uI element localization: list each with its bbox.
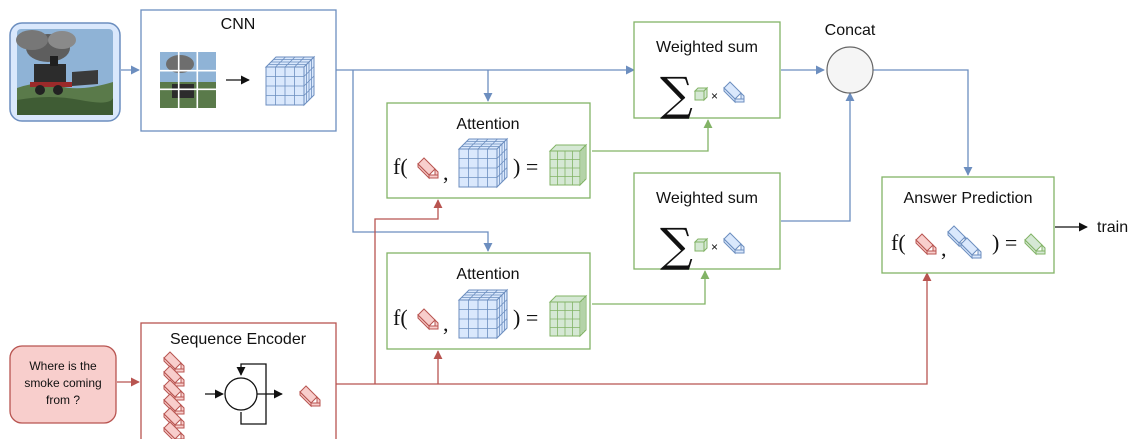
times-symbol: × [711, 240, 718, 254]
sum-symbol: ∑ [660, 218, 693, 272]
attention-weight-icon [694, 87, 708, 101]
arrow-concat-to-answer-prediction [873, 69, 973, 176]
question-line-1: Where is the [29, 359, 97, 373]
times-symbol: × [711, 89, 718, 103]
question-line-2: smoke coming [24, 376, 101, 390]
feature-map-icon [458, 138, 508, 188]
arrow-attention-bottom-to-weighted-sum [592, 270, 710, 305]
answer-formula-prefix: f( [891, 230, 906, 255]
concat-title: Concat [825, 22, 876, 39]
feature-map-icon [458, 289, 508, 339]
concat-circle [826, 46, 874, 94]
attention-map-icon [549, 295, 587, 337]
sequence-encoder-title: Sequence Encoder [170, 331, 307, 348]
answer-comma: , [941, 236, 947, 261]
answer-formula-suffix: ) = [992, 230, 1017, 255]
attention-top-comma: , [443, 160, 449, 185]
attention-bottom-comma: , [443, 311, 449, 336]
question-input: Where is the smoke coming from ? [9, 345, 117, 424]
feature-map-icon [265, 56, 315, 106]
attention-top-block: Attention f( , ) = [386, 102, 591, 199]
image-grid-icon [160, 52, 216, 108]
arrow-cnn-to-attention-bottom [352, 70, 493, 252]
cnn-title: CNN [221, 16, 256, 33]
answer-prediction-title: Answer Prediction [904, 190, 1033, 207]
sequence-encoder-block: Sequence Encoder [140, 322, 337, 439]
cnn-block: CNN [140, 9, 337, 132]
connectors [117, 65, 1088, 387]
attention-bottom-block: Attention f( , ) = [386, 252, 591, 350]
attention-weight-icon [694, 238, 708, 252]
arrow-weighted-sum-bottom-to-concat [781, 92, 855, 222]
image-input [9, 22, 121, 122]
attention-top-formula-suffix: ) = [513, 154, 538, 179]
arrow-attention-top-to-weighted-sum [592, 119, 713, 152]
concat-node: Concat [825, 22, 876, 94]
weighted-sum-top-block: Weighted sum ∑ × [633, 21, 781, 121]
weighted-sum-bottom-title: Weighted sum [656, 190, 758, 207]
answer-prediction-block: Answer Prediction f( , ) = [881, 176, 1055, 274]
question-line-3: from ? [46, 393, 80, 407]
arrow-encoder-to-answer-prediction [336, 272, 932, 385]
steam-train-photo-icon [16, 29, 113, 115]
weighted-sum-bottom-block: Weighted sum ∑ × [633, 172, 781, 272]
attention-top-formula-prefix: f( [393, 154, 408, 179]
attention-bottom-formula-prefix: f( [393, 305, 408, 330]
attention-bottom-formula-suffix: ) = [513, 305, 538, 330]
attention-bottom-title: Attention [456, 266, 519, 283]
sum-symbol: ∑ [660, 67, 693, 121]
attention-top-title: Attention [456, 116, 519, 133]
weighted-sum-top-title: Weighted sum [656, 39, 758, 56]
recurrent-cell-icon [224, 363, 283, 425]
attention-map-icon [549, 144, 587, 186]
output-label: train [1097, 219, 1128, 236]
arrow-encoder-to-attention-top [374, 199, 443, 384]
